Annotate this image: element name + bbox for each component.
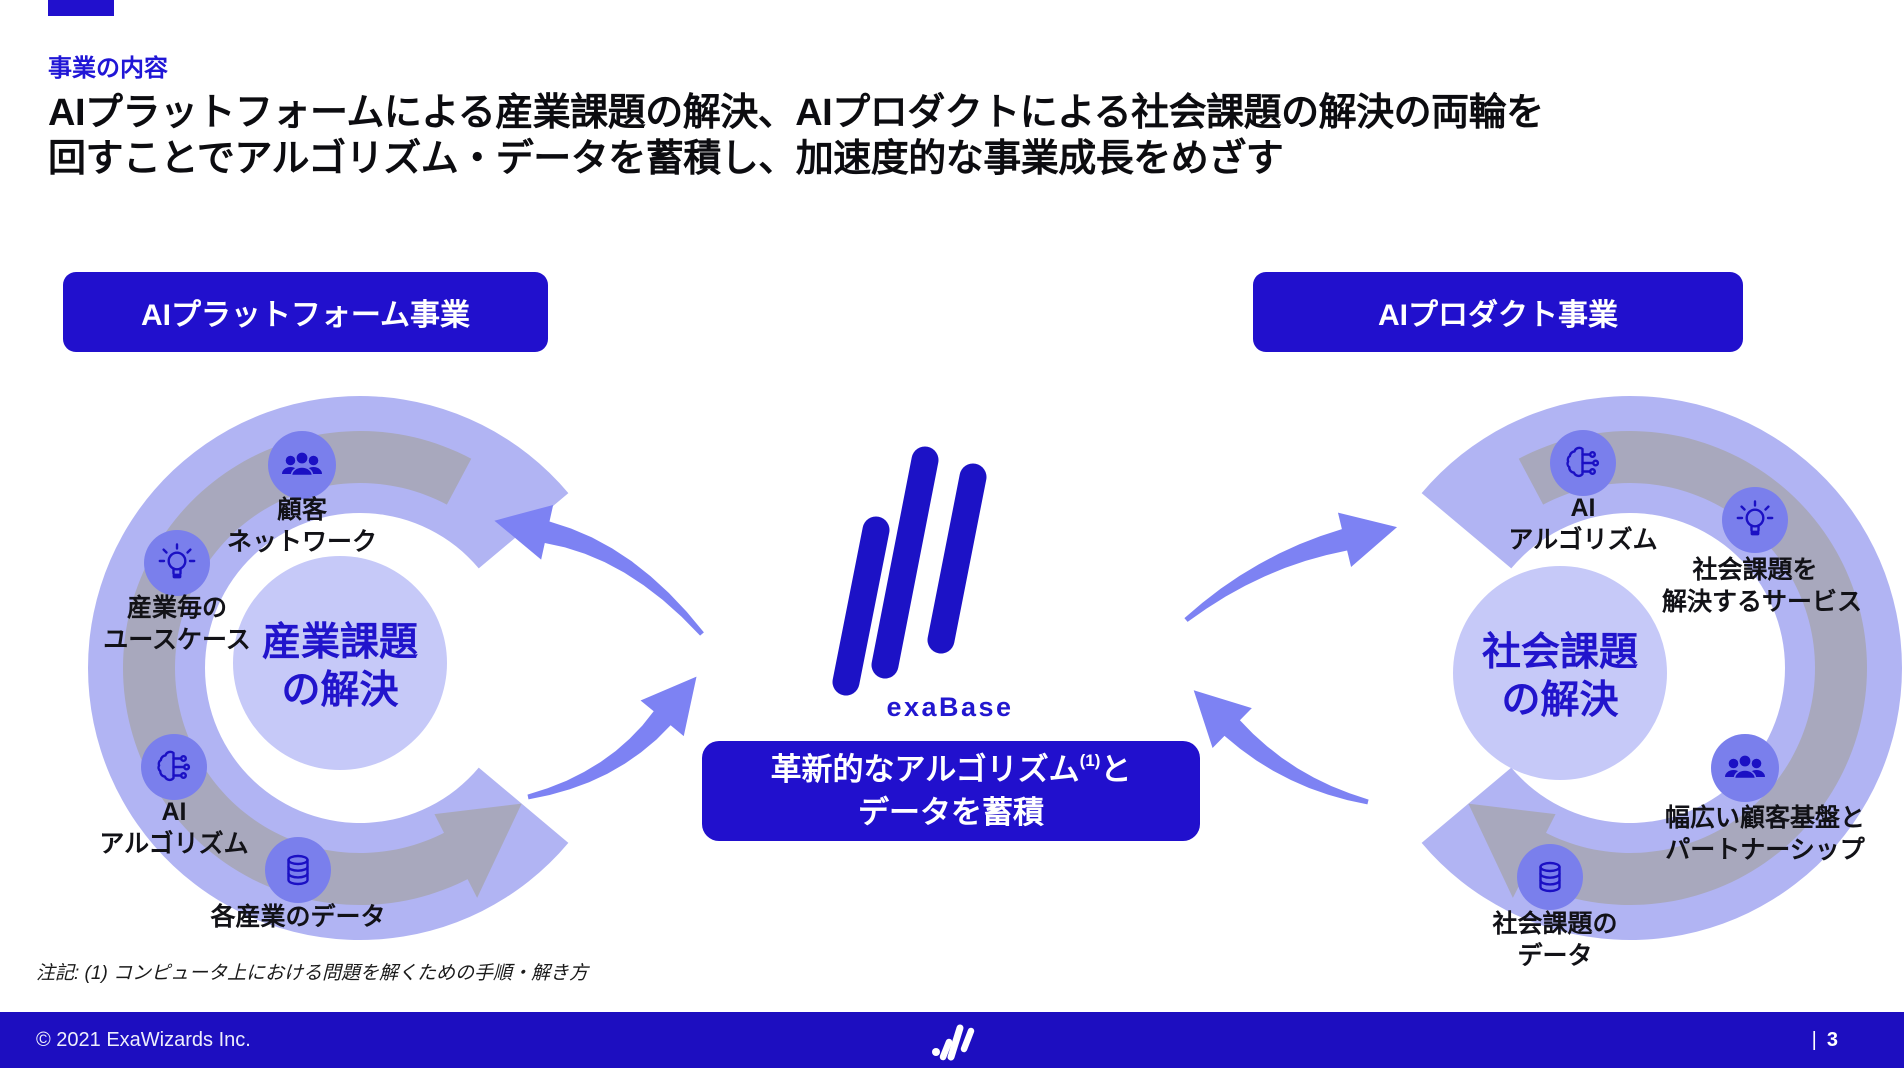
node-label: データ [1517, 941, 1592, 970]
node-label: 社会課題を [1692, 555, 1817, 584]
cycle-center-label: 産業課題 [262, 621, 418, 664]
node-label: ネットワーク [227, 528, 377, 556]
cycle-center-circle [1453, 566, 1667, 780]
accumulation-box-line1: 革新的なアルゴリズム(1)と [770, 751, 1132, 787]
node-customer-base: 幅広い顧客基盤と パートナーシップ [1665, 734, 1866, 864]
node-label: アルゴリズム [1508, 525, 1657, 554]
title-line-1: AIプラットフォームによる産業課題の解決、AIプロダクトによる社会課題の解決の両… [48, 92, 1544, 134]
node-ai-algorithm: AI アルゴリズム [99, 734, 249, 858]
right-cycle-diagram: 社会課題 の解決 AI アルゴリズム 社会課題を 解決するサービス 幅広い顧客基… [1421, 395, 1902, 970]
cycle-center-label: 社会課題 [1482, 631, 1638, 674]
right-business-header: AIプロダクト事業 [1253, 272, 1743, 352]
node-label: ユースケース [103, 626, 251, 654]
node-industry-usecase: 産業毎の ユースケース [103, 530, 251, 654]
node-label: AI [162, 798, 187, 826]
left-business-header: AIプラットフォーム事業 [63, 272, 548, 352]
page-separator: | [1811, 1028, 1817, 1051]
page-number: | 3 [1812, 1012, 1838, 1068]
exabase-wordmark: exaBase [886, 692, 1014, 722]
section-label: 事業の内容 [48, 55, 168, 82]
brand-accent-bar [48, 0, 114, 16]
node-label: 幅広い顧客基盤と [1665, 803, 1865, 832]
node-label: パートナーシップ [1665, 836, 1866, 864]
accumulation-box-line2: データを蓄積 [858, 795, 1044, 830]
accumulation-box: 革新的なアルゴリズム(1)と データを蓄積 [702, 741, 1200, 841]
copyright: © 2021 ExaWizards Inc. [36, 1028, 251, 1051]
cycle-arrow-head [434, 803, 522, 898]
cycle-center-circle [233, 556, 447, 770]
node-customer-network: 顧客 ネットワーク [227, 431, 377, 556]
node-label: 各産業のデータ [209, 902, 385, 931]
footer-bar: © 2021 ExaWizards Inc. | 3 [0, 1012, 1904, 1068]
cycle-arrow-band [1518, 430, 1867, 905]
node-label: 顧客 [277, 495, 327, 524]
title-line-2: 回すことでアルゴリズム・データを蓄積し、加速度的な事業成長をめざす [48, 138, 1284, 181]
node-label: 産業毎の [127, 593, 227, 622]
cycle-center-label: の解決 [281, 669, 398, 712]
node-label: AI [1571, 494, 1596, 522]
node-industry-data: 各産業のデータ [209, 837, 386, 931]
left-cycle-diagram: 産業課題 の解決 顧客 ネットワーク 産業毎の ユースケース AI アルゴリズム… [87, 395, 569, 940]
cycle-arrow-band [122, 430, 472, 905]
exabase-logo-mark [832, 446, 987, 696]
node-social-service: 社会課題を 解決するサービス [1662, 487, 1862, 616]
left-ring [87, 395, 569, 940]
footer-logo-icon [932, 1024, 975, 1061]
node-ai-algorithm: AI アルゴリズム [1508, 430, 1658, 554]
page-title: AIプラットフォームによる産業課題の解決、AIプロダクトによる社会課題の解決の両… [48, 90, 1608, 183]
page-number-value: 3 [1826, 1028, 1838, 1051]
cycle-arrow-head [1468, 803, 1556, 898]
node-label: アルゴリズム [99, 829, 248, 858]
footnote-ref: (1) [1079, 751, 1101, 771]
footnote: 注記: (1) コンピュータ上における問題を解くための手順・解き方 [36, 963, 589, 984]
node-label: 社会課題の [1492, 909, 1617, 938]
node-label: 解決するサービス [1662, 588, 1862, 616]
logo-slashes [832, 446, 987, 696]
cycle-center-label: の解決 [1501, 679, 1618, 722]
node-social-data: 社会課題の データ [1492, 844, 1618, 970]
